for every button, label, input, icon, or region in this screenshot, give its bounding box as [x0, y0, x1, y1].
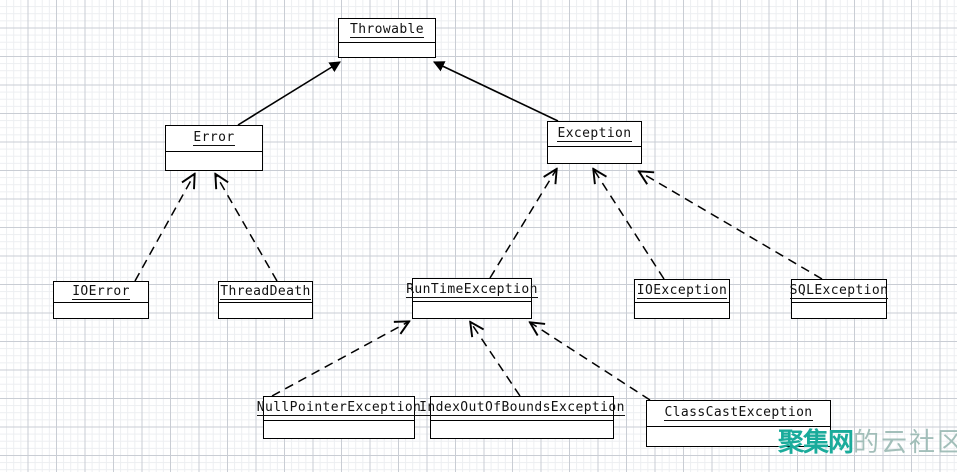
uml-class-members — [264, 421, 414, 437]
uml-class-members — [548, 147, 641, 162]
uml-class-name: SQLException — [789, 280, 889, 303]
uml-class-members — [219, 303, 312, 317]
edge-exception-to-throwable — [432, 61, 559, 122]
uml-class-label: IndexOutOfBoundsException — [419, 400, 625, 416]
uml-class-members — [54, 303, 148, 317]
uml-class-members — [792, 303, 886, 317]
edge-ioerror-to-error — [134, 175, 194, 282]
uml-class-runtimeexception[interactable]: RunTimeException — [406, 278, 538, 319]
uml-class-indexoutofbounds[interactable]: IndexOutOfBoundsException — [419, 396, 625, 439]
uml-class-label: IOError — [72, 283, 130, 300]
uml-class-members — [431, 421, 613, 437]
uml-class-ioexception[interactable]: IOException — [634, 279, 730, 319]
uml-class-name: IndexOutOfBoundsException — [419, 397, 625, 421]
uml-class-label: Throwable — [349, 22, 425, 38]
uml-class-label: NullPointerException — [256, 400, 422, 416]
uml-class-label: Exception — [557, 125, 632, 142]
edge-sqlexception-to-exception — [640, 172, 823, 280]
uml-class-label: ThreadDeath — [220, 283, 311, 300]
edge-runtimeexception-to-exception — [489, 170, 556, 279]
uml-class-nullpointerexception[interactable]: NullPointerException — [256, 396, 422, 439]
uml-class-name: IOError — [54, 282, 148, 303]
uml-class-label: IOException — [636, 282, 728, 299]
uml-class-members — [635, 303, 729, 317]
uml-class-name: IOException — [635, 280, 729, 303]
uml-class-error[interactable]: Error — [165, 125, 263, 171]
uml-class-label: SQLException — [789, 282, 889, 299]
uml-class-name: ThreadDeath — [219, 282, 312, 303]
uml-class-name: RunTimeException — [406, 279, 538, 302]
uml-class-classcastexception[interactable]: ClassCastException — [646, 400, 831, 447]
uml-class-sqlexception[interactable]: SQLException — [789, 279, 889, 319]
uml-class-ioerror[interactable]: IOError — [53, 281, 149, 319]
uml-class-label: ClassCastException — [664, 405, 813, 421]
edge-nullpointerexception-to-runtimeexception — [271, 322, 408, 397]
uml-class-members — [413, 302, 531, 317]
uml-class-name: Error — [166, 126, 262, 152]
uml-class-name: Throwable — [339, 19, 435, 43]
uml-class-threaddeath[interactable]: ThreadDeath — [218, 281, 313, 319]
uml-class-label: Error — [193, 130, 235, 146]
uml-class-label: RunTimeException — [406, 281, 538, 298]
uml-class-exception[interactable]: Exception — [547, 121, 642, 164]
edge-indexoutofbounds-to-runtimeexception — [471, 323, 521, 397]
uml-class-members — [647, 427, 830, 445]
edge-error-to-throwable — [237, 61, 341, 126]
uml-class-name: ClassCastException — [647, 401, 830, 427]
uml-class-members — [166, 152, 262, 169]
uml-class-throwable[interactable]: Throwable — [338, 18, 436, 58]
edge-ioexception-to-exception — [594, 170, 665, 280]
uml-class-members — [339, 43, 435, 56]
edge-group — [134, 61, 823, 401]
uml-class-name: Exception — [548, 122, 641, 147]
watermark-tagline: 的云社区 — [853, 428, 957, 458]
edge-classcastexception-to-runtimeexception — [531, 323, 651, 401]
uml-class-name: NullPointerException — [256, 397, 422, 421]
edge-threaddeath-to-error — [216, 175, 278, 282]
